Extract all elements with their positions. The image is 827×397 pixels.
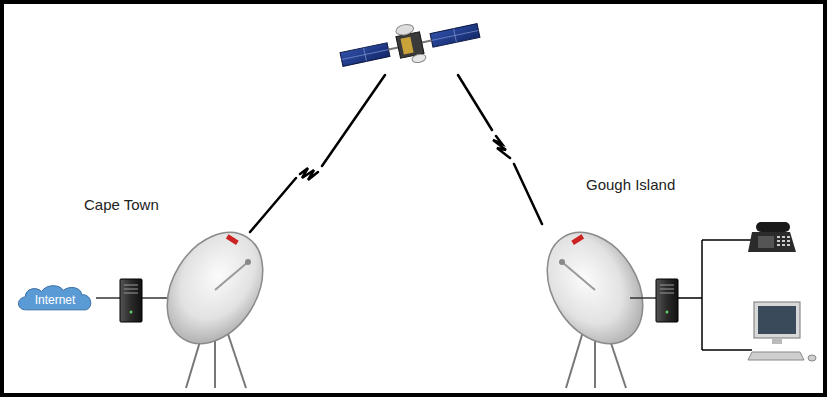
server-tower bbox=[120, 279, 142, 322]
satellite-dish bbox=[148, 215, 283, 388]
wire bbox=[630, 297, 656, 299]
radio-link bbox=[250, 75, 542, 232]
place-label: Gough Island bbox=[586, 176, 675, 193]
place-label: Cape Town bbox=[84, 196, 159, 213]
server-tower bbox=[656, 279, 678, 322]
internet-cloud: Internet bbox=[14, 284, 96, 312]
satellite-dish bbox=[528, 215, 663, 388]
node-text: Internet bbox=[14, 293, 96, 307]
telephone-icon bbox=[748, 222, 796, 252]
wire bbox=[96, 297, 120, 299]
satellite bbox=[337, 10, 482, 78]
computer-icon bbox=[748, 302, 816, 361]
wire bbox=[678, 240, 752, 350]
